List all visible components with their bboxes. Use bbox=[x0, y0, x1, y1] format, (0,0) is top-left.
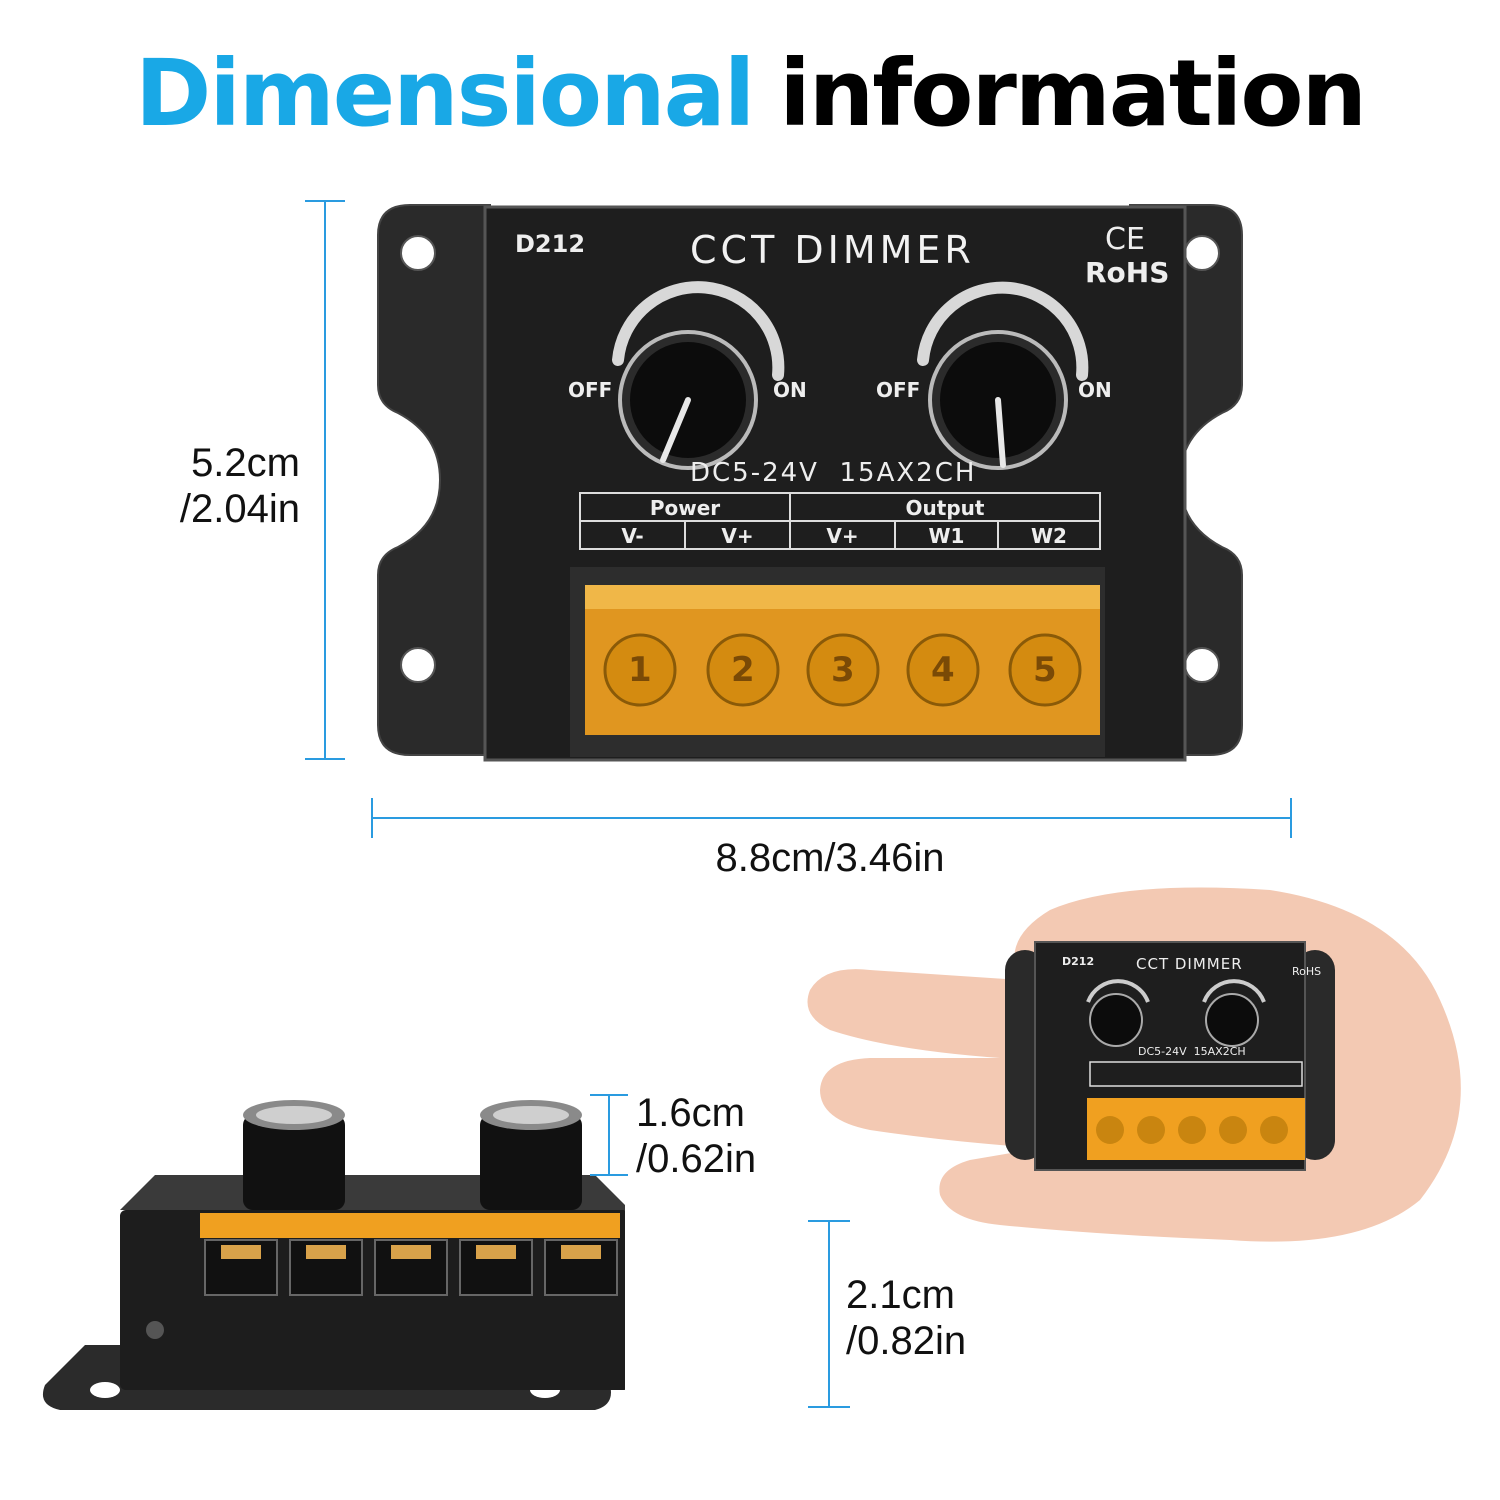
small-device-model: D212 bbox=[1062, 955, 1095, 968]
knob-left-icon bbox=[618, 330, 758, 470]
dimmer-front-view bbox=[377, 204, 1243, 762]
model-number: D212 bbox=[515, 230, 586, 258]
group-output-label: Output bbox=[905, 496, 985, 520]
depth-in: /0.82in bbox=[846, 1319, 967, 1363]
terminal-label-1: V- bbox=[621, 524, 644, 548]
depth-cm: 2.1cm bbox=[846, 1273, 955, 1317]
knob-height-line bbox=[608, 1094, 610, 1176]
terminal-number-2: 2 bbox=[731, 650, 755, 690]
width-dimension-line bbox=[371, 817, 1291, 819]
knob-right-off-label: OFF bbox=[876, 378, 921, 402]
ce-mark: CE bbox=[1105, 222, 1145, 257]
terminal-number-1: 1 bbox=[628, 650, 652, 690]
title-word-dimensional: Dimensional bbox=[134, 40, 755, 147]
knob-height-label: 1.6cm /0.62in bbox=[636, 1090, 756, 1182]
height-dimension-line bbox=[324, 200, 326, 760]
depth-line bbox=[828, 1220, 830, 1408]
knob-left-off-label: OFF bbox=[568, 378, 613, 402]
terminal-number-3: 3 bbox=[831, 650, 855, 690]
height-in: /2.04in bbox=[179, 487, 300, 531]
terminal-label-5: W2 bbox=[1031, 524, 1067, 548]
small-device-rohs: RoHS bbox=[1292, 965, 1322, 978]
knob-right-on-label: ON bbox=[1078, 378, 1112, 402]
height-dimension-cap-bottom bbox=[305, 758, 345, 760]
terminal-number-4: 4 bbox=[931, 650, 955, 690]
left-mounting-flange bbox=[377, 204, 491, 756]
knob-right-icon bbox=[928, 330, 1068, 470]
knob-height-in: /0.62in bbox=[636, 1137, 757, 1181]
small-device-rating: DC5-24V 15AX2CH bbox=[1138, 1045, 1246, 1058]
side-knob-left-icon bbox=[243, 1100, 345, 1210]
mount-hole-bottom-right bbox=[1184, 647, 1220, 683]
knob-height-cm: 1.6cm bbox=[636, 1091, 745, 1135]
mount-hole-bottom-left bbox=[400, 647, 436, 683]
rating-label: DC5-24V 15AX2CH bbox=[690, 458, 977, 488]
terminal-label-3: V+ bbox=[826, 524, 859, 548]
terminal-label-2: V+ bbox=[721, 524, 754, 548]
device-title: CCT DIMMER bbox=[690, 228, 975, 272]
depth-label: 2.1cm /0.82in bbox=[846, 1272, 966, 1364]
width-dimension-label: 8.8cm/3.46in bbox=[715, 836, 945, 880]
terminal-screws-icon bbox=[603, 633, 1082, 707]
terminal-number-5: 5 bbox=[1033, 650, 1057, 690]
side-knob-right-icon bbox=[480, 1100, 582, 1210]
width-dimension-cap-right bbox=[1290, 798, 1292, 838]
knob-height-cap-bottom bbox=[590, 1174, 628, 1176]
small-device-title: CCT DIMMER bbox=[1136, 955, 1243, 973]
hand-scale-photo bbox=[807, 887, 1461, 1242]
group-power-label: Power bbox=[649, 496, 721, 520]
rohs-mark: RoHS bbox=[1085, 256, 1170, 289]
dimmer-side-view bbox=[42, 1100, 625, 1410]
terminal-label-4: W1 bbox=[928, 524, 965, 548]
knob-left-on-label: ON bbox=[773, 378, 807, 402]
depth-cap-bottom bbox=[808, 1406, 850, 1408]
height-dimension-label: 5.2cm /2.04in bbox=[160, 440, 300, 532]
mount-hole-top-left bbox=[400, 235, 436, 271]
mount-hole-top-right bbox=[1184, 235, 1220, 271]
height-cm: 5.2cm bbox=[191, 441, 300, 485]
title-word-information: information bbox=[779, 40, 1367, 147]
